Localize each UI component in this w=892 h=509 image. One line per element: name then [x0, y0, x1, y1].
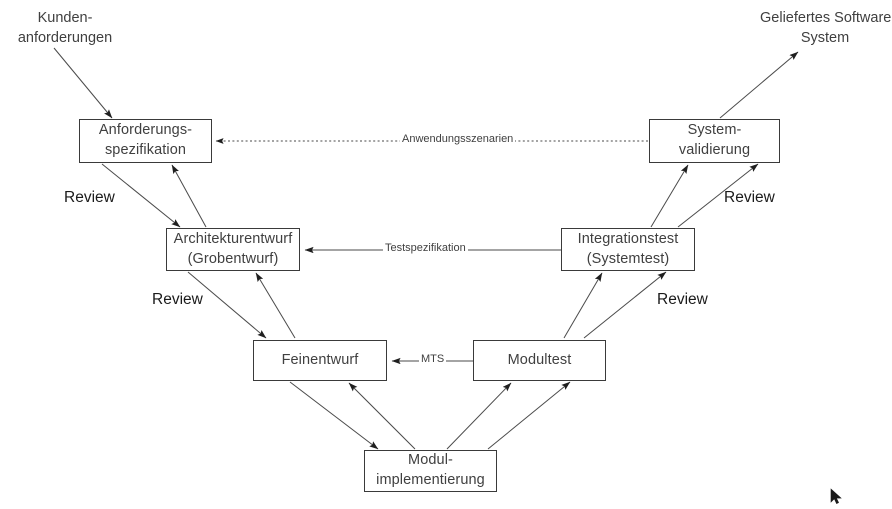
- node-label-line: spezifikation: [104, 142, 187, 158]
- node-modulimplementierung[interactable]: Modul- implementierung: [364, 450, 497, 492]
- node-label-line: Integrationstest: [577, 230, 679, 247]
- edge-integrationstest-up-to-systemvalidierung: [650, 164, 689, 228]
- label-review-top-left: Review: [64, 189, 115, 206]
- node-label-line: Anforderungs-: [98, 122, 193, 139]
- free-label-line: anforderungen: [17, 29, 113, 46]
- label-review-mid-right: Review: [657, 291, 708, 308]
- edge-systemvalidierung-to-geliefertes-system: [719, 51, 799, 119]
- node-label-line: (Systemtest): [586, 250, 670, 267]
- edge-anforderungsspezifikation-to-architekturentwurf: [101, 163, 181, 228]
- node-label-line: implementierung: [376, 472, 485, 488]
- label-geliefertes-software-system: Geliefertes Software System: [760, 9, 892, 48]
- node-label-line: (Grobentwurf): [187, 250, 279, 267]
- node-label-line: Feinentwurf: [281, 351, 359, 368]
- edge-group-downstream: [53, 47, 799, 450]
- label-anwendungsszenarien: Anwendungsszenarien: [400, 133, 516, 145]
- edge-modulimplementierung-up-to-modultest: [446, 382, 512, 450]
- free-label-line: Kunden-: [37, 10, 93, 26]
- edge-modulimplementierung-up-to-feinentwurf: [348, 382, 416, 450]
- node-modultest[interactable]: Modultest: [473, 340, 606, 381]
- node-label-line: Architekturentwurf: [173, 230, 293, 247]
- node-label-line: System-: [687, 122, 742, 139]
- node-label-line: validierung: [678, 142, 751, 158]
- mouse-pointer-icon: [830, 488, 842, 505]
- edge-modulimplementierung-to-modultest: [487, 381, 571, 450]
- edge-kundenanforderungen-to-anforderungsspezifikation: [53, 47, 113, 119]
- edge-modultest-up-to-integrationstest: [563, 272, 603, 339]
- label-review-mid-left: Review: [152, 291, 203, 308]
- node-architekturentwurf[interactable]: Architekturentwurf (Grobentwurf): [166, 228, 300, 271]
- edge-architekturentwurf-up-to-anforderungsspezifikation: [171, 164, 207, 228]
- label-mts: MTS: [419, 353, 447, 365]
- edge-feinentwurf-up-to-architekturentwurf: [255, 272, 296, 339]
- node-systemvalidierung[interactable]: System- validierung: [649, 119, 780, 163]
- node-anforderungsspezifikation[interactable]: Anforderungs- spezifikation: [79, 119, 212, 163]
- edge-feinentwurf-to-modulimplementierung: [289, 381, 379, 450]
- edge-integrationstest-to-systemvalidierung: [677, 163, 759, 228]
- edge-group-upstream-verification: [171, 164, 689, 450]
- free-label-line: System: [800, 29, 850, 46]
- node-label-line: Modul-: [408, 452, 453, 469]
- label-kundenanforderungen: Kunden- anforderungen: [10, 9, 120, 48]
- edge-modultest-to-integrationstest: [583, 271, 667, 339]
- label-review-top-right: Review: [724, 189, 775, 206]
- node-label-line: Modultest: [507, 351, 572, 368]
- edge-architekturentwurf-to-feinentwurf: [187, 271, 267, 339]
- free-label-line: Geliefertes Software: [760, 10, 892, 26]
- label-testspezifikation: Testspezifikation: [383, 242, 468, 254]
- node-integrationstest[interactable]: Integrationstest (Systemtest): [561, 228, 695, 271]
- node-feinentwurf[interactable]: Feinentwurf: [253, 340, 387, 381]
